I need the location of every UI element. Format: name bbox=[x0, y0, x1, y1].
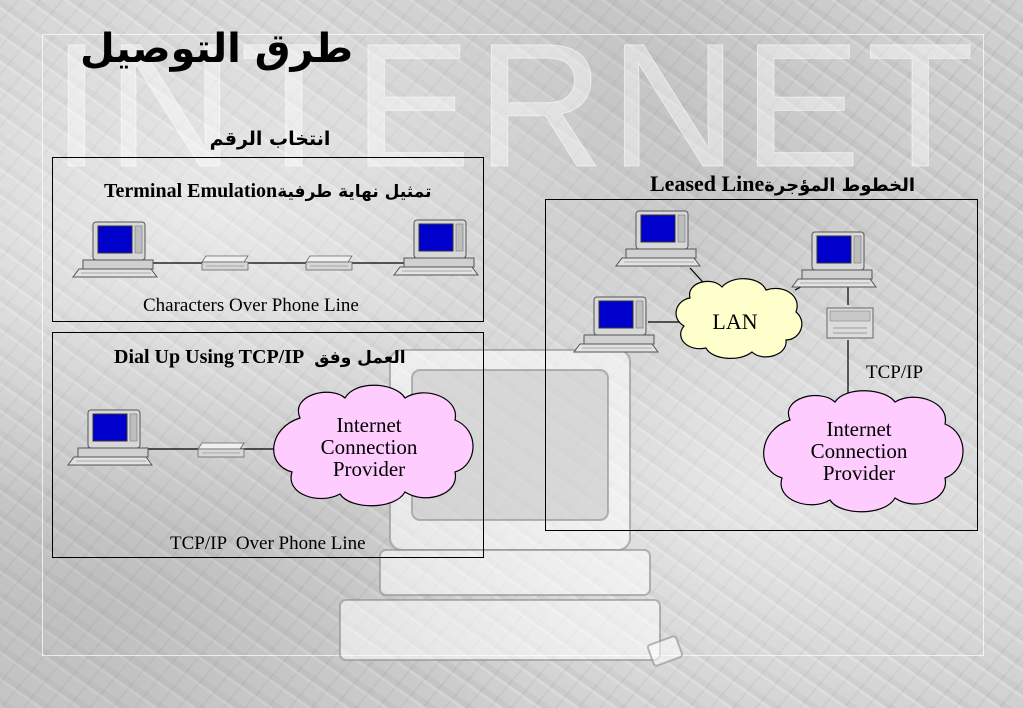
leased-line-heading-en: Leased Line bbox=[650, 171, 765, 196]
lan-computer-icon bbox=[615, 210, 701, 267]
leased-line-heading-ar: الخطوط المؤجرة bbox=[764, 175, 916, 196]
tcpip-link-label: TCP/IP bbox=[866, 362, 924, 383]
background-computer-illustration bbox=[339, 349, 684, 667]
dial-up-row bbox=[67, 384, 474, 507]
dial-up-panel bbox=[52, 332, 484, 558]
dial-up-isp-label: Internet Connection Provider bbox=[298, 414, 440, 480]
dial-up-heading-en: Dial Up Using TCP/IP bbox=[114, 346, 305, 368]
client-computer-icon bbox=[72, 221, 158, 278]
leased-isp-cloud-shape bbox=[763, 390, 964, 513]
modem-icon bbox=[201, 255, 249, 271]
dial-up-section-label: انتخاب الرقم bbox=[209, 128, 331, 150]
isp-label-line: Internet bbox=[826, 417, 892, 441]
terminal-emulation-heading: Terminal Emulationتمثيل نهاية طرفية bbox=[104, 180, 432, 203]
slide-title: طرق التوصيل bbox=[80, 26, 354, 72]
leased-line-network bbox=[573, 210, 964, 513]
router-icon bbox=[826, 307, 874, 339]
leased-line-panel bbox=[545, 199, 978, 531]
terminal-emulation-heading-en: Terminal Emulation bbox=[104, 180, 278, 202]
terminal-emulation-panel bbox=[52, 157, 484, 322]
isp-label-line: Provider bbox=[332, 457, 406, 481]
isp-cloud-shape bbox=[273, 384, 474, 507]
modem-icon bbox=[305, 255, 353, 271]
isp-label-line: Provider bbox=[822, 461, 896, 485]
lan-label: LAN bbox=[712, 309, 758, 334]
modem-icon bbox=[197, 442, 245, 458]
leased-line-heading: Leased Lineالخطوط المؤجرة bbox=[650, 171, 915, 197]
dial-up-heading: Dial Up Using TCP/IP العمل وفق bbox=[114, 346, 406, 369]
terminal-caption: Characters Over Phone Line bbox=[143, 295, 359, 316]
host-computer-icon bbox=[393, 219, 479, 276]
isp-label-line: Connection bbox=[320, 435, 418, 459]
dial-up-computer-icon bbox=[67, 409, 153, 466]
dial-up-heading-ar: العمل وفق bbox=[314, 348, 406, 368]
dial-up-caption: TCP/IP Over Phone Line bbox=[170, 533, 366, 554]
terminal-row bbox=[72, 219, 479, 278]
lan-cloud-shape bbox=[675, 278, 803, 359]
leased-isp-label: Internet Connection Provider bbox=[788, 418, 930, 484]
terminal-emulation-heading-ar: تمثيل نهاية طرفية bbox=[277, 182, 432, 202]
lan-computer-icon bbox=[791, 231, 877, 288]
isp-label-line: Connection bbox=[810, 439, 908, 463]
lan-computer-icon bbox=[573, 296, 659, 353]
isp-label-line: Internet bbox=[336, 413, 402, 437]
background-watermark-word: INTERNET bbox=[52, 8, 980, 204]
